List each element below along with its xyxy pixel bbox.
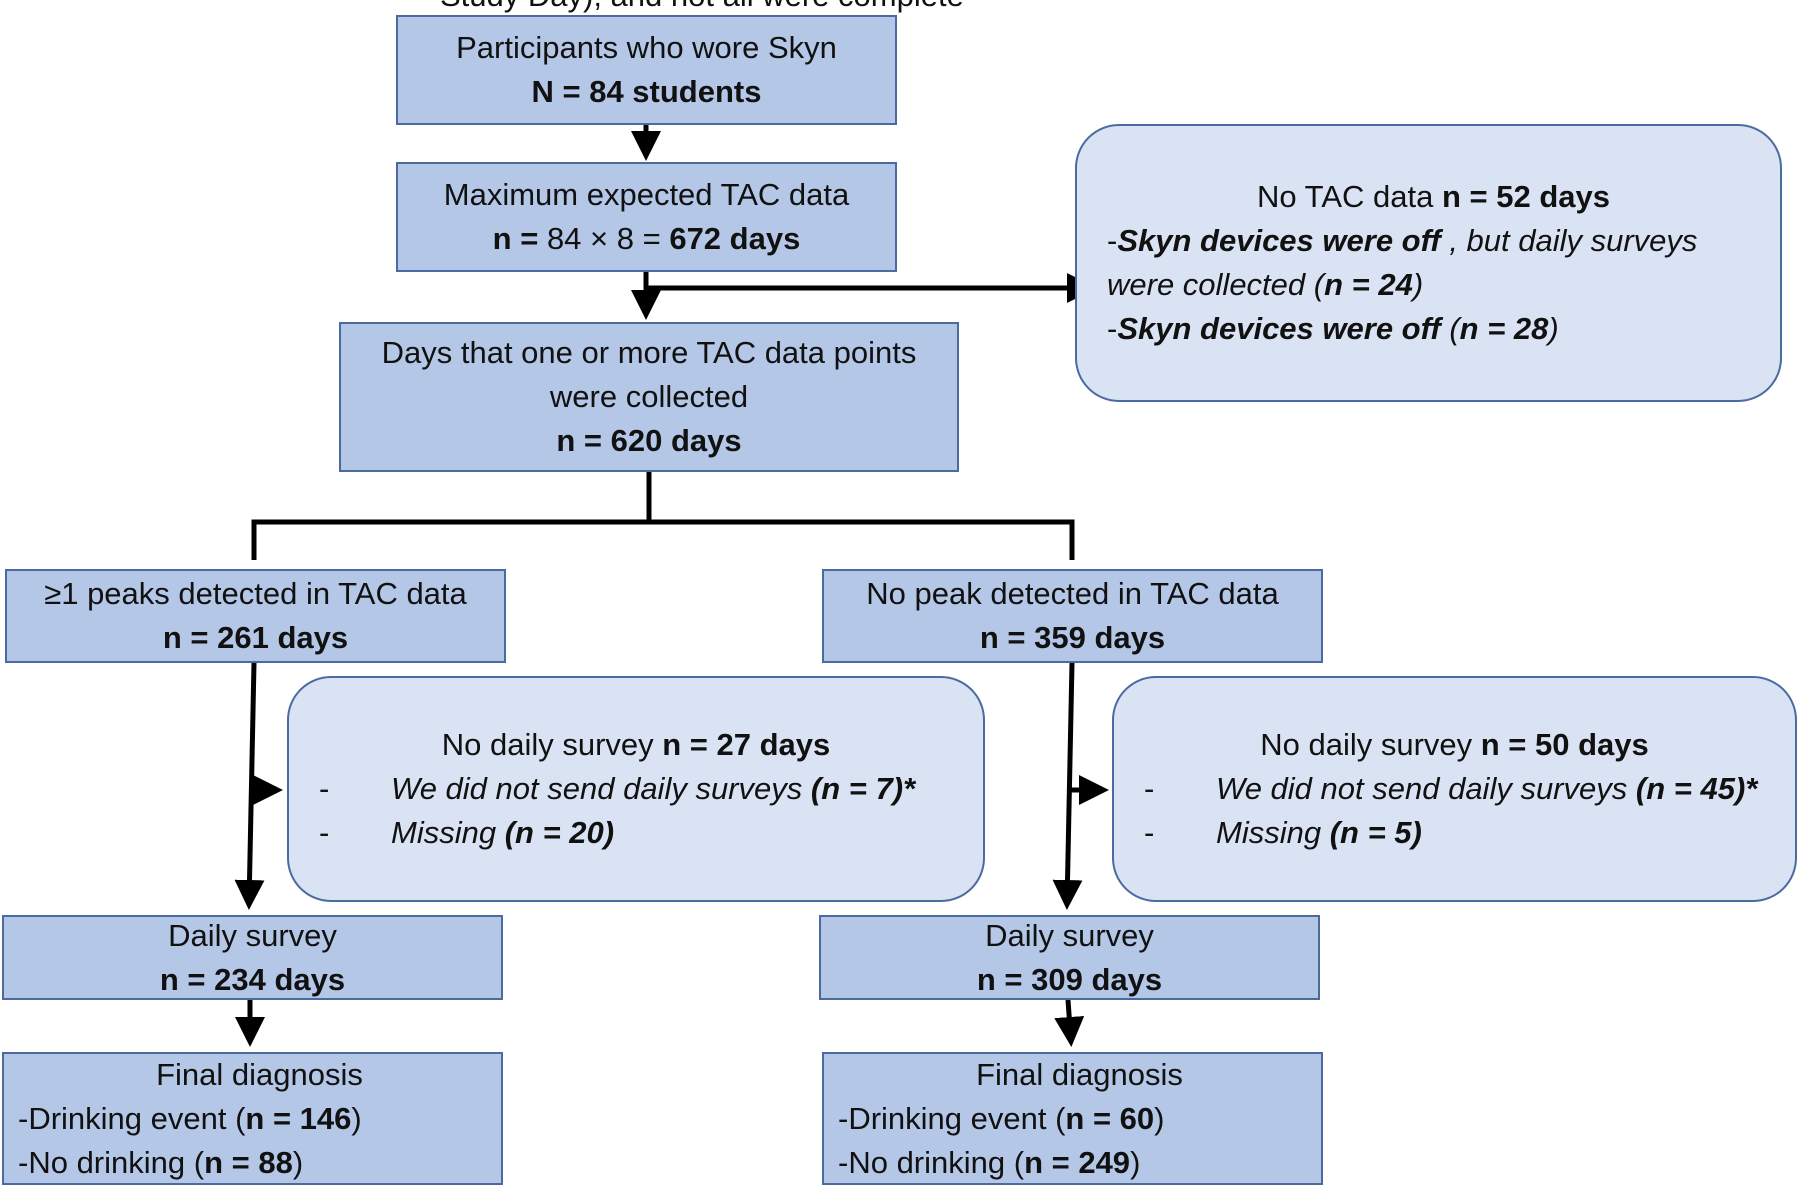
- final-right-title: Final diagnosis: [976, 1056, 1183, 1092]
- no-survey-left-item-2: -Missing (n = 20): [319, 815, 615, 850]
- branch-split: [251, 472, 652, 560]
- participants-count: N = 84 students: [531, 74, 762, 109]
- no-survey-right-title: No daily survey n = 50 days: [1260, 727, 1649, 762]
- peaks-box: ≥1 peaks detected in TAC data n = 261 da…: [5, 569, 506, 663]
- no-tac-item-2: -Skyn devices were off (n = 28): [1107, 311, 1559, 346]
- daily-right-count: n = 309 days: [976, 961, 1163, 997]
- collected-box: Days that one or more TAC data points we…: [339, 322, 959, 472]
- cut-off-heading: Study Day); and not all were complete: [440, 0, 964, 18]
- no-tac-box: No TAC data n = 52 days -Skyn devices we…: [1075, 124, 1782, 402]
- no-survey-right-item-1: -We did not send daily surveys (n = 45)*: [1144, 771, 1758, 806]
- daily-left-label: Daily survey: [168, 917, 337, 953]
- final-left-title: Final diagnosis: [156, 1056, 363, 1092]
- no-survey-right-item-2: -Missing (n = 5): [1144, 815, 1422, 850]
- no-survey-left-box: No daily survey n = 27 days -We did not …: [287, 676, 985, 902]
- final-right-box: Final diagnosis -Drinking event (n = 60)…: [822, 1052, 1323, 1185]
- arrow-daily-right-to-final: [1054, 999, 1085, 1047]
- no-peak-count: n = 359 days: [979, 620, 1166, 655]
- no-survey-right-box: No daily survey n = 50 days -We did not …: [1112, 676, 1797, 902]
- final-left-drinking: -Drinking event (n = 146): [18, 1100, 362, 1136]
- no-tac-title: No TAC data n = 52 days: [1257, 179, 1610, 214]
- collected-label-2: were collected: [549, 379, 749, 414]
- no-tac-item-1-cont: were collected (n = 24): [1107, 267, 1424, 302]
- max-expected-label: Maximum expected TAC data: [443, 177, 850, 212]
- peaks-count: n = 261 days: [162, 620, 349, 655]
- arrow-nopeak-to-daily: [1052, 662, 1083, 910]
- final-right-drinking: -Drinking event (n = 60): [838, 1100, 1165, 1136]
- no-survey-left-title: No daily survey n = 27 days: [441, 727, 831, 762]
- collected-count: n = 620 days: [556, 423, 742, 458]
- daily-left-count: n = 234 days: [159, 961, 346, 997]
- daily-left-box: Daily survey n = 234 days: [2, 915, 503, 1000]
- final-left-no-drinking: -No drinking (n = 88): [18, 1144, 304, 1180]
- branch-split-right: [649, 519, 1075, 560]
- daily-right-box: Daily survey n = 309 days: [819, 915, 1320, 1000]
- participants-box: Participants who wore Skyn N = 84 studen…: [396, 15, 897, 125]
- daily-right-label: Daily survey: [985, 917, 1154, 953]
- no-peak-label: No peak detected in TAC data: [866, 576, 1279, 611]
- no-tac-item-1: -Skyn devices were off , but daily surve…: [1107, 223, 1698, 258]
- no-peak-box: No peak detected in TAC data n = 359 day…: [822, 569, 1323, 663]
- final-right-no-drinking: -No drinking (n = 249): [838, 1144, 1141, 1180]
- arrow-peaks-to-daily: [234, 662, 265, 910]
- no-survey-left-item-1: -We did not send daily surveys (n = 7)*: [319, 771, 916, 806]
- peaks-label: ≥1 peaks detected in TAC data: [44, 576, 467, 611]
- max-expected-count: n = 84 × 8 = 672 days: [492, 221, 801, 256]
- participants-label: Participants who wore Skyn: [456, 30, 837, 65]
- max-expected-box: Maximum expected TAC data n = 84 × 8 = 6…: [396, 162, 897, 272]
- collected-label-1: Days that one or more TAC data points: [381, 335, 917, 370]
- final-left-box: Final diagnosis -Drinking event (n = 146…: [2, 1052, 503, 1185]
